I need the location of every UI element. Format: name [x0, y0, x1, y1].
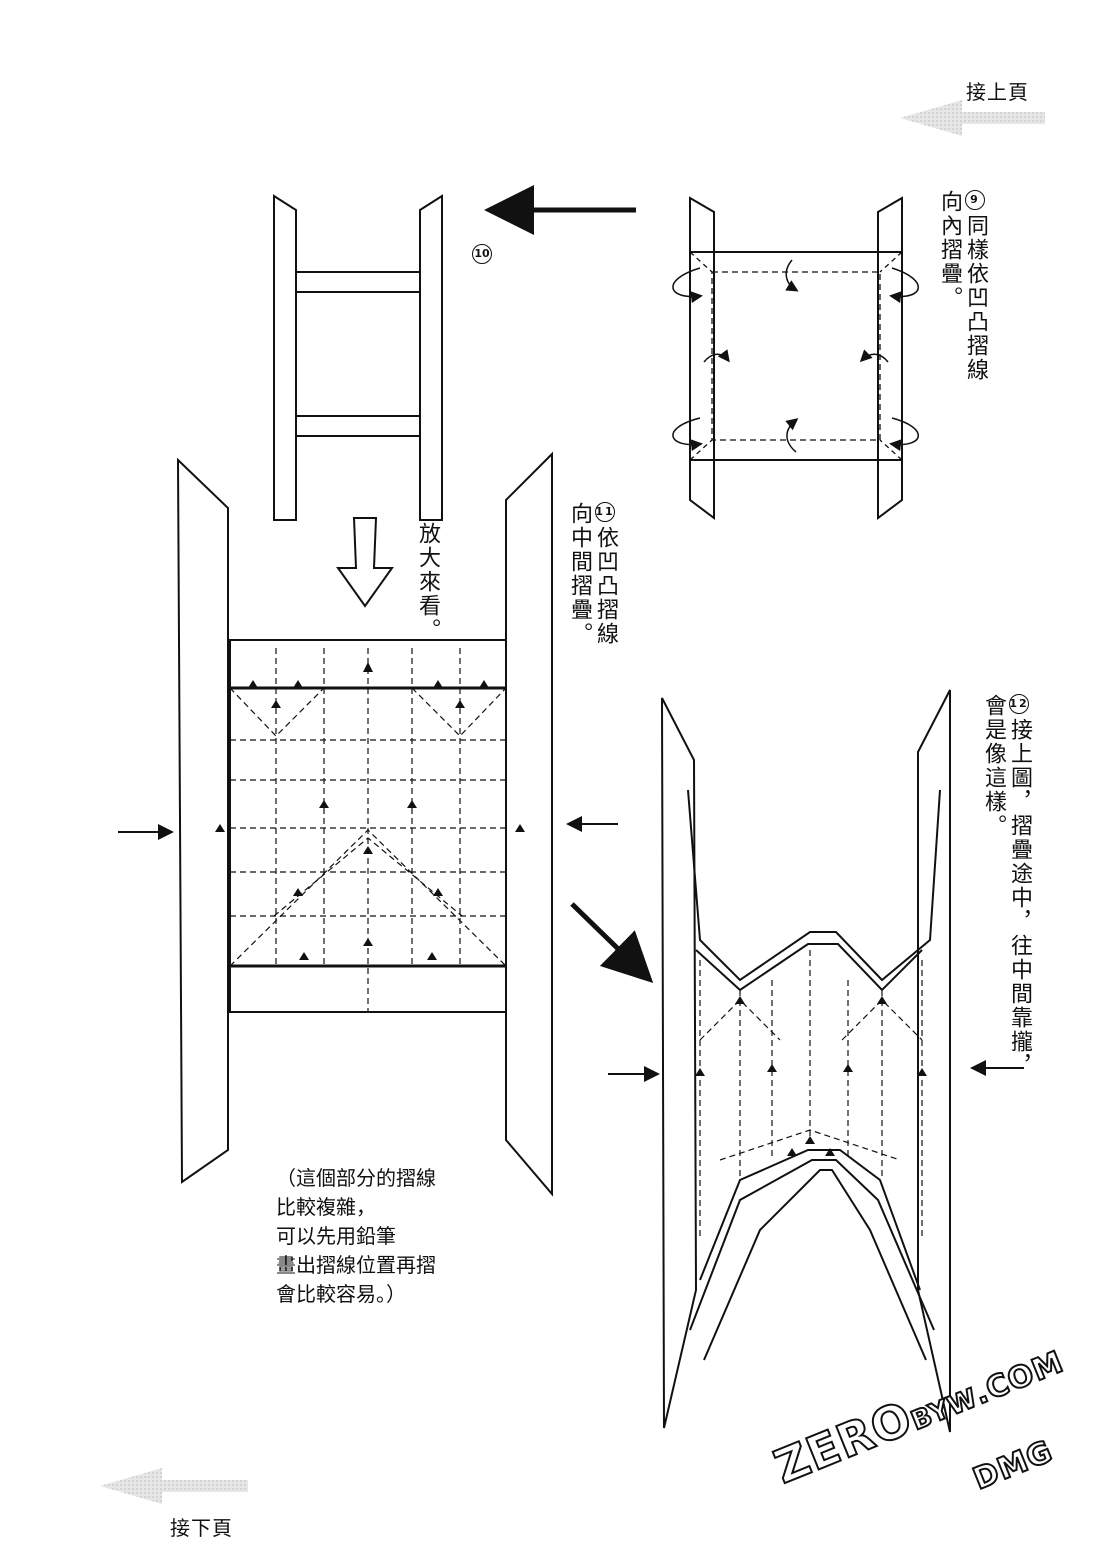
prev-page-label: 接上頁 [966, 80, 1029, 104]
step12-instruction: 12接上圖，摺疊途中，往中間靠攏， 會是像這樣。 [980, 694, 1032, 1114]
step9-instruction: 9同樣依凹凸摺線 向內摺疊。 [936, 190, 988, 450]
step9-number: 9 [965, 190, 985, 210]
step11-figure [176, 451, 553, 1197]
step11-text: 依凹凸摺線 向中間摺疊。 [567, 502, 618, 646]
next-page-label: 接下頁 [170, 1516, 233, 1540]
step10-figure [273, 194, 443, 521]
prev-page-arrow-icon [900, 100, 1045, 136]
step11-instruction: 11依凹凸摺線 向中間摺疊。 [566, 502, 618, 762]
watermark-suffix: BYW [906, 1382, 983, 1438]
step9-figure [672, 196, 919, 520]
step9-text: 同樣依凹凸摺線 向內摺疊。 [937, 190, 988, 382]
step12-number: 12 [1009, 694, 1029, 714]
folding-note: （這個部分的摺線 比較複雜， 可以先用鉛筆 畫出摺線位置再摺 會比較容易。） [276, 1166, 436, 1306]
step10-number: 10 [472, 242, 492, 268]
step12-text: 接上圖，摺疊途中，往中間靠攏， 會是像這樣。 [981, 694, 1032, 1078]
step11-number: 11 [595, 502, 615, 522]
transition-arrow-11-12 [570, 902, 654, 983]
zoom-arrow-icon [336, 517, 394, 608]
next-page-arrow-icon [100, 1468, 248, 1504]
step12-figure [661, 689, 951, 1433]
zoom-label: 放大來看。 [415, 522, 440, 642]
